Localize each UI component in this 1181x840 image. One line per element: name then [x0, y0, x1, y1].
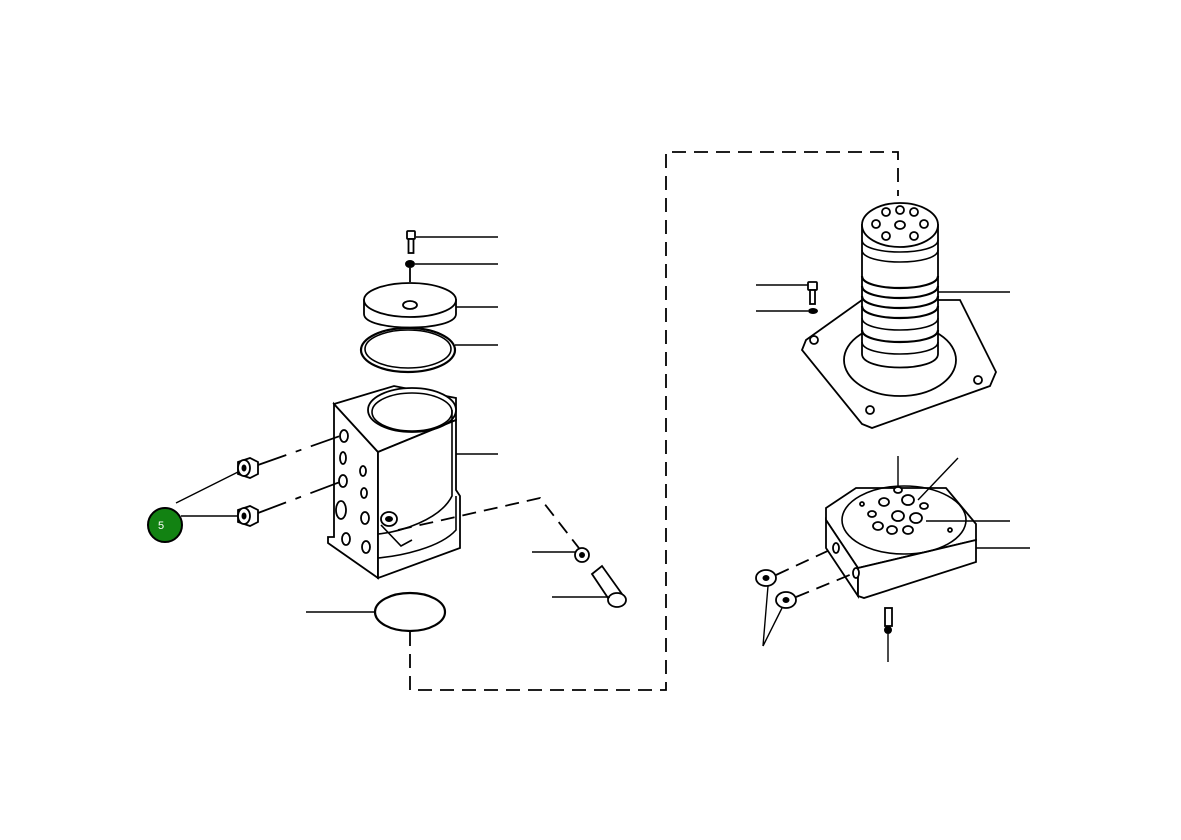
flange-washer [808, 308, 818, 314]
hotspot-5[interactable]: 5 [147, 507, 183, 543]
cover-disk [363, 282, 457, 329]
small-nut [574, 547, 590, 563]
plug-lower [237, 505, 259, 527]
o-ring-upper [359, 326, 457, 374]
plug-upper [237, 457, 259, 479]
small-screw [590, 564, 627, 608]
hotspot-5-label: 5 [158, 520, 164, 532]
hotspot-5-circle[interactable] [147, 507, 183, 543]
valve-housing [327, 385, 461, 580]
o-ring-lower [373, 591, 447, 633]
manifold-plug-lower [775, 591, 797, 609]
spool-stack-assembly [800, 202, 997, 429]
flange-bolt [807, 281, 818, 305]
manifold-plug-upper [755, 569, 777, 587]
top-washer [405, 260, 415, 268]
manifold-block [825, 485, 977, 599]
manifold-screw [884, 607, 893, 634]
top-bolt [406, 230, 416, 254]
